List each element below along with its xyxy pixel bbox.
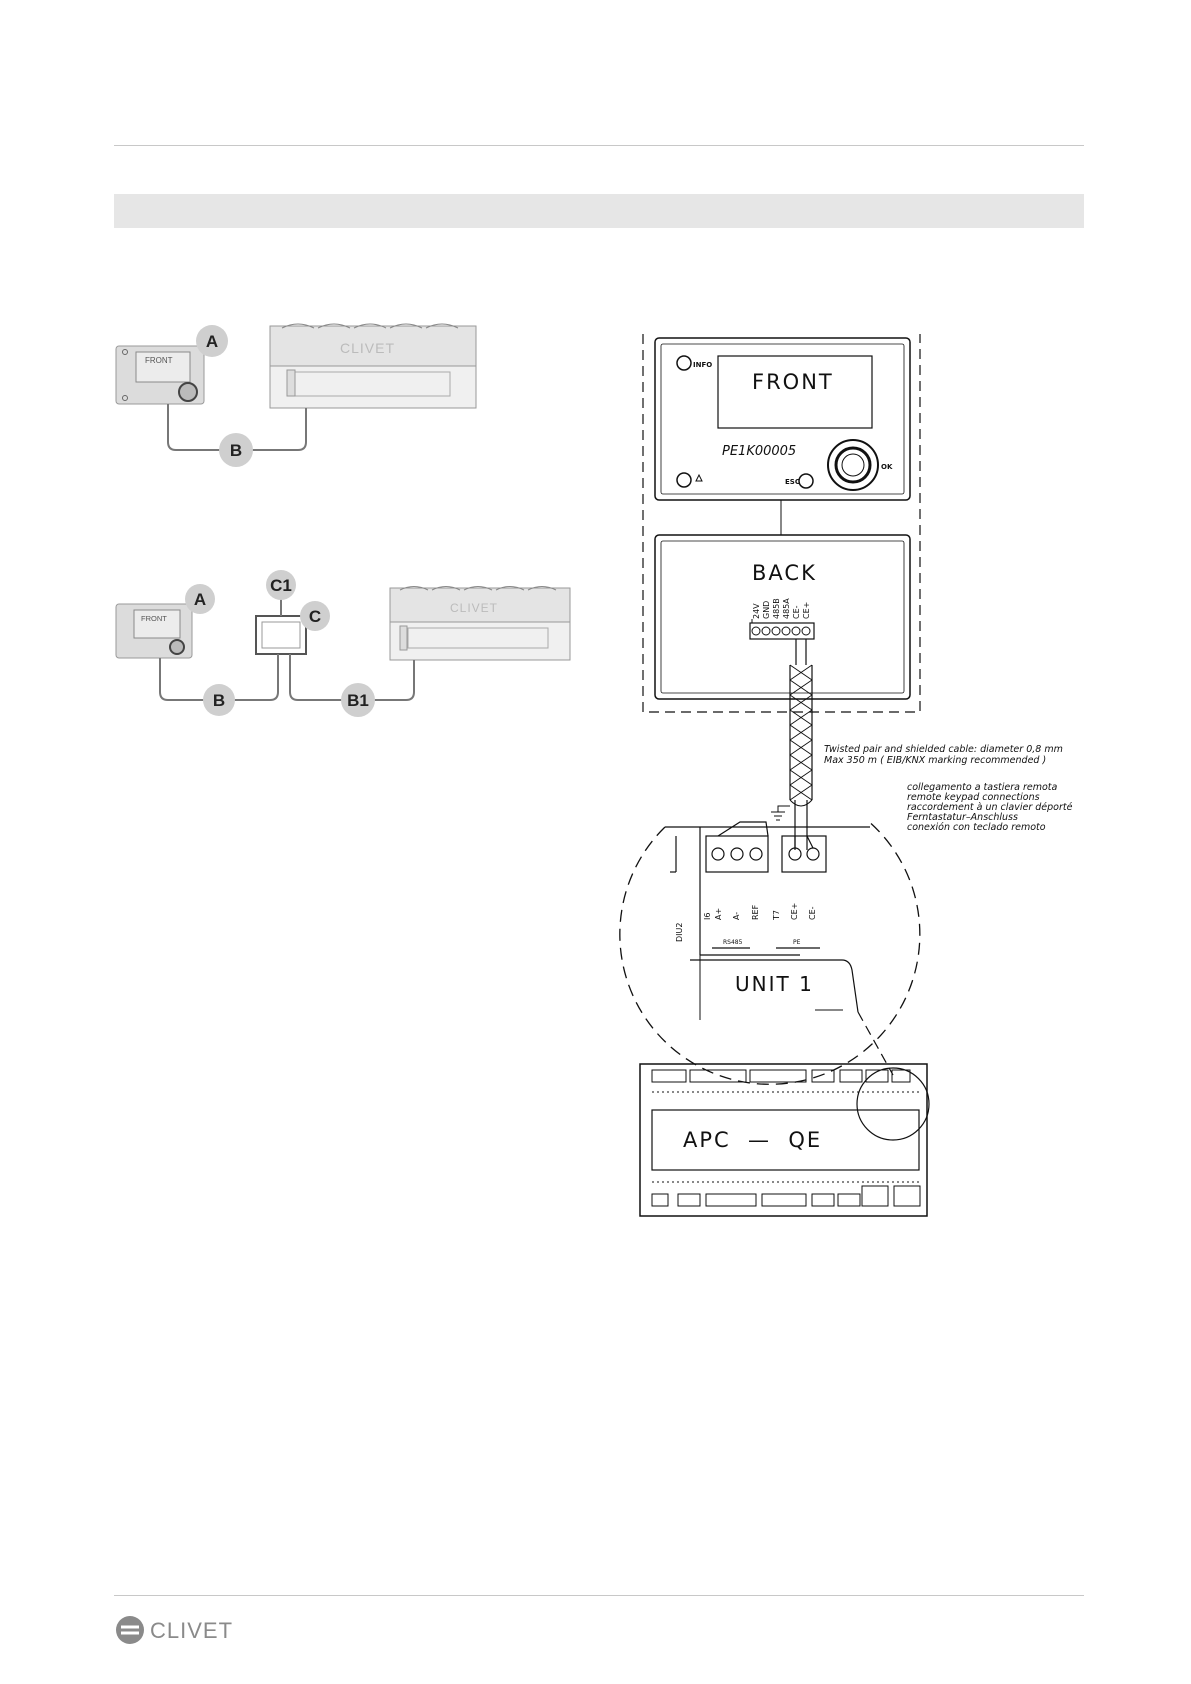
back-terminal-block [749,622,815,640]
back-terminal-ce-minus: CE- [792,605,801,619]
wiring-texts: FRONT PE1K00005 INFO ESC OK BACK 24V GND… [675,361,1073,1152]
controller-display [651,1109,920,1171]
label-b-circle [219,433,253,467]
cable-note-line1: Twisted pair and shielded cable: diamete… [824,744,1063,755]
cable-note-line2: Max 350 m ( EIB/KNX marking recommended … [824,755,1046,766]
controller-board [639,1063,928,1217]
back-terminal-485a: 485A [782,598,791,619]
back-panel [654,534,911,700]
back-label: BACK [752,561,817,585]
controller-bottom-terminals [651,1181,921,1207]
keypad-screen-label: FRONT [145,356,173,365]
unit-logo: CLIVET [340,340,395,356]
label-b: B [230,441,242,460]
label-c1-circle [266,570,296,600]
back-terminal-ce-plus: CE+ [802,602,811,619]
keypad-dashed-frame [642,334,921,713]
detail-magnifier-circle [619,819,921,1085]
keypad-button-icon [122,395,128,401]
front-screen-label: FRONT [752,370,834,394]
back-terminal-gnd: GND [762,601,771,619]
front-panel-inner [660,343,905,495]
label-b-circle [203,684,235,716]
clivet-logo: CLIVET [116,1616,233,1644]
detail-group-pe: PE [793,939,801,946]
connection-note-es: conexión con teclado remoto [907,822,1046,833]
info-label: INFO [693,361,712,369]
detail-terminal-t7: T7 [772,910,781,921]
keypad-screen [133,609,181,639]
ok-knob-core [841,453,865,477]
detail-terminal-ce-minus: CE- [808,906,817,920]
keypad-knob [169,639,185,655]
diagram-simple: FRONT A CLIVET B [115,323,477,467]
detail-terminal-ref: REF [751,904,760,920]
controller-magnifier-circle [856,1067,930,1141]
connection-note-it: collegamento a tastiera remota [907,782,1058,793]
back-terminal-24v: 24V [752,603,761,619]
detail-terminal-ce-plus: CE+ [790,903,799,920]
ok-label: OK [881,463,893,471]
header-rule [114,145,1084,146]
diagram-extended: FRONT A C1 C CLIVET B B1 [115,570,571,717]
section-band [114,194,1084,228]
footer-logo-text: CLIVET [150,1618,233,1643]
ground-symbol-icon [771,805,790,821]
back-panel-inner [660,540,905,694]
label-c-circle [300,601,330,631]
esc-button-icon [798,473,814,489]
unit-logo: CLIVET [450,601,498,615]
detail-terminal-diu2: DIU2 [675,923,684,942]
keypad-button-icon [122,349,128,355]
keypad-knob [178,382,198,402]
keypad-screen [135,351,191,383]
detail-terminal-a-minus: A- [732,912,741,920]
power-supply-inner [261,621,301,649]
label-a-circle [185,584,215,614]
info-button-icon [676,355,692,371]
keypad-screen-label: FRONT [141,614,167,623]
wiring-detail [619,334,930,1217]
detail-terminal-i6: I6 [703,913,712,920]
label-b: B [213,691,225,710]
front-panel [654,337,911,501]
connection-note-de: Ferntastatur–Anschluss [907,812,1018,823]
front-screen [717,355,873,429]
detail-board [665,821,870,1020]
esc-label: ESC [785,478,800,486]
label-b1: B1 [347,691,369,710]
alarm-button-icon [676,472,692,488]
detail-terminal-a-plus: A+ [714,908,723,920]
label-c1: C1 [270,576,292,595]
twisted-cable [789,639,813,850]
clivet-logo-mark-icon [116,1616,144,1644]
detail-unit-label: UNIT 1 [735,972,814,996]
label-a: A [206,332,218,351]
outdoor-unit: CLIVET [389,586,571,661]
label-a: A [194,590,206,609]
controller-top-terminals [651,1069,920,1093]
footer-rule [114,1595,1084,1596]
controller-label: APC — QE [683,1128,822,1152]
ok-knob-icon [827,439,879,491]
back-terminal-485b: 485B [772,598,781,619]
detail-leader-line [857,1011,894,1076]
ok-knob-inner [834,446,872,484]
label-c: C [309,607,321,626]
alarm-bell-icon [695,473,703,482]
outdoor-unit: CLIVET [269,323,477,409]
back-terminal-screws [751,626,811,636]
model-code: PE1K00005 [722,444,796,459]
detail-group-rs485: RS485 [723,939,743,946]
connection-note-en: remote keypad connections [907,792,1040,803]
label-b1-circle [341,683,375,717]
connection-note-fr: raccordement à un clavier déporté [907,802,1073,813]
label-a-circle [196,325,228,357]
